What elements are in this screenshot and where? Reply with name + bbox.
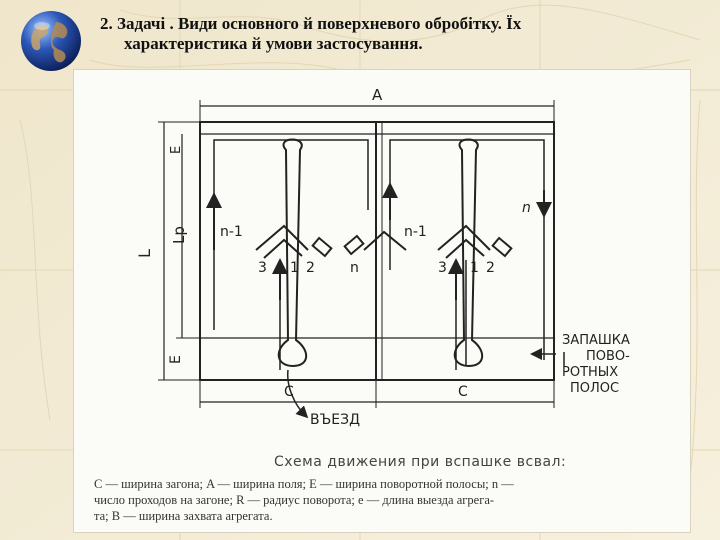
- turn-loop-right: [453, 138, 484, 368]
- caption-title: Схема движения при вспашке всвал:: [274, 454, 567, 470]
- plow-left-share: [311, 236, 333, 258]
- label-1-right: 1: [470, 260, 479, 276]
- label-E-bottom: E: [168, 355, 184, 364]
- label-Lp: Lp: [170, 226, 188, 244]
- label-2-right: 2: [486, 260, 495, 276]
- label-3-left: 3: [258, 260, 267, 276]
- label-n1-right: n-1: [404, 224, 427, 240]
- globe-icon: [21, 11, 81, 71]
- label-plow-4: ПОЛОС: [570, 381, 619, 396]
- label-1-left: 1: [290, 260, 299, 276]
- label-A: A: [372, 86, 383, 104]
- label-3-right: 3: [438, 260, 447, 276]
- label-C-left: C: [284, 384, 294, 400]
- plowing-scheme-figure: A E Lp L E n-1 n-1 n n 3 1 2 3 1 2 C C В…: [74, 70, 690, 532]
- label-n1-left: n-1: [220, 224, 243, 240]
- caption-text: C — ширина загона; A — ширина поля; E — …: [94, 476, 684, 524]
- caption-line-3: та; B — ширина захвата агрегата.: [94, 509, 273, 523]
- label-C-right: C: [458, 384, 468, 400]
- plow-right: [437, 224, 491, 259]
- label-L: L: [135, 249, 154, 258]
- label-2-left: 2: [306, 260, 315, 276]
- label-E-top: E: [169, 146, 184, 154]
- entry-arrow: [287, 369, 309, 419]
- slide-title-line-1: 2. Задачі . Види основного й поверхневог…: [100, 14, 522, 33]
- turn-loop-left: [277, 138, 308, 368]
- plow-left: [255, 224, 309, 259]
- slide-title: 2. Задачі . Види основного й поверхневог…: [100, 14, 700, 54]
- label-entry: ВЪЕЗД: [310, 412, 360, 428]
- plowing-scheme-diagram: A E Lp L E n-1 n-1 n n 3 1 2 3 1 2 C C В…: [135, 86, 630, 428]
- plow-mid: [363, 230, 407, 251]
- label-n-mid: n: [350, 260, 359, 276]
- caption-line-1: C — ширина загона; A — ширина поля; E — …: [94, 477, 514, 491]
- caption-line-2: число проходов на загоне; R — радиус пов…: [94, 493, 495, 507]
- plow-right-share: [491, 236, 513, 258]
- label-plow-3: РОТНЫХ: [562, 365, 618, 380]
- path-right-outer: [389, 139, 545, 360]
- plow-mid-share: [343, 234, 365, 256]
- label-n-right: n: [522, 200, 531, 216]
- slide-title-line-2: характеристика й умови застосування.: [124, 34, 423, 53]
- label-plow-2: ПОВО-: [586, 349, 630, 364]
- label-plow-1: ЗАПАШКА: [562, 333, 630, 348]
